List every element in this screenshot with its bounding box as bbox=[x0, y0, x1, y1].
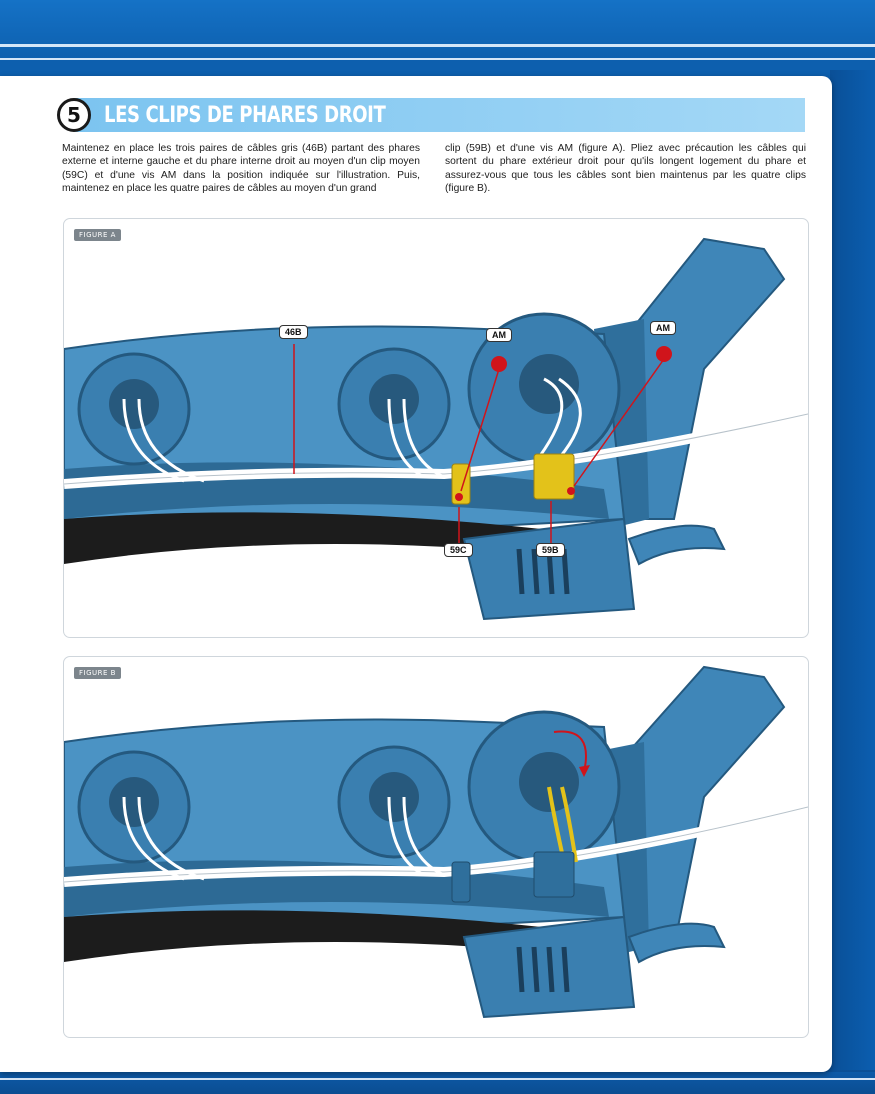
footer-stripe bbox=[0, 1078, 875, 1080]
label-59c: 59C bbox=[444, 543, 473, 557]
figure-a: FIGURE A 46B AM AM 59C 59B bbox=[63, 218, 809, 638]
footer-band bbox=[0, 1072, 875, 1094]
figure-a-illustration bbox=[64, 237, 808, 621]
instructions-col-2: clip (59B) et d'une vis AM (figure A). P… bbox=[445, 143, 806, 195]
header-stripe-thin bbox=[0, 58, 875, 60]
figure-a-tag: FIGURE A bbox=[74, 229, 121, 241]
figure-b-tag: FIGURE B bbox=[74, 667, 121, 679]
figure-b: FIGURE B bbox=[63, 656, 809, 1038]
header-stripe bbox=[0, 44, 875, 47]
figure-b-illustration bbox=[64, 665, 808, 1019]
label-am-1: AM bbox=[486, 328, 512, 342]
label-am-2: AM bbox=[650, 321, 676, 335]
label-46b: 46B bbox=[279, 325, 308, 339]
right-band bbox=[830, 70, 875, 1070]
step-title: LES CLIPS DE PHARES DROIT bbox=[104, 103, 386, 128]
step-number: 5 bbox=[57, 98, 91, 132]
title-bar bbox=[75, 98, 805, 132]
instructions-col-1: Maintenez en place les trois paires de c… bbox=[62, 143, 420, 195]
label-59b: 59B bbox=[536, 543, 565, 557]
